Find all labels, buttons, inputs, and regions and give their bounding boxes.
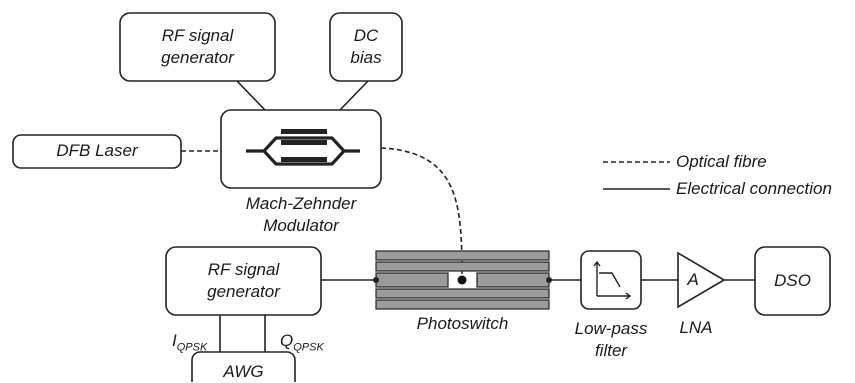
mzm-box [220, 109, 382, 189]
dso-box [754, 246, 831, 316]
dfb-laser-label: DFB Laser [56, 141, 138, 160]
q-qpsk-label: QQPSK [280, 330, 324, 358]
mzm-caption-line1: Mach-Zehnder [245, 194, 357, 213]
q-sub: QPSK [293, 341, 324, 354]
mzi-symbol [246, 129, 360, 166]
awg-box [191, 351, 296, 382]
i-sub: QPSK [176, 341, 208, 354]
i-main: I [172, 331, 177, 350]
dc-bias-label: DC bias [330, 25, 402, 69]
optical-spot [457, 275, 467, 285]
dc-bias-to-mzm-line [339, 80, 369, 111]
i-qpsk-label: IQPSK [172, 330, 207, 358]
rf-generator-bottom-label: RF signal generator [166, 259, 321, 303]
rf-generator-top-label: RF signal generator [120, 25, 275, 69]
dc-bias-line1: DC [353, 26, 379, 45]
awg-label: AWG [223, 362, 264, 381]
rf-top-to-mzm-line [236, 80, 266, 111]
dc-bias-box [329, 12, 403, 82]
rf-bottom-line1: RF signal [207, 260, 280, 279]
rf-top-line1: RF signal [161, 26, 234, 45]
dso-label: DSO [774, 271, 811, 290]
lna-amplifier-symbol [677, 251, 726, 309]
mzm-caption: Mach-Zehnder Modulator [211, 193, 391, 237]
photoswitch-label: Photoswitch [416, 314, 509, 333]
lowpass-caption-line2: filter [594, 341, 628, 360]
lowpass-caption-line1: Low-pass [574, 319, 648, 338]
lowpass-filter-box [580, 250, 642, 310]
rf-generator-bottom-box [165, 246, 322, 316]
legend-electrical-label: Electrical connection [676, 179, 832, 198]
lowpass-response-icon [593, 260, 632, 300]
rf-generator-top-box [119, 12, 276, 82]
mzm-caption-line2: Modulator [263, 216, 339, 235]
dc-bias-line2: bias [350, 48, 382, 67]
lna-label: LNA [679, 318, 713, 337]
photoswitch-device [373, 250, 552, 310]
q-main: Q [280, 331, 294, 350]
amplifier-symbol-label: A [687, 270, 699, 289]
rf-top-line2: generator [161, 48, 234, 67]
legend-optical-label: Optical fibre [676, 152, 767, 171]
rf-bottom-line2: generator [207, 282, 280, 301]
lowpass-filter-caption: Low-pass filter [561, 318, 661, 362]
